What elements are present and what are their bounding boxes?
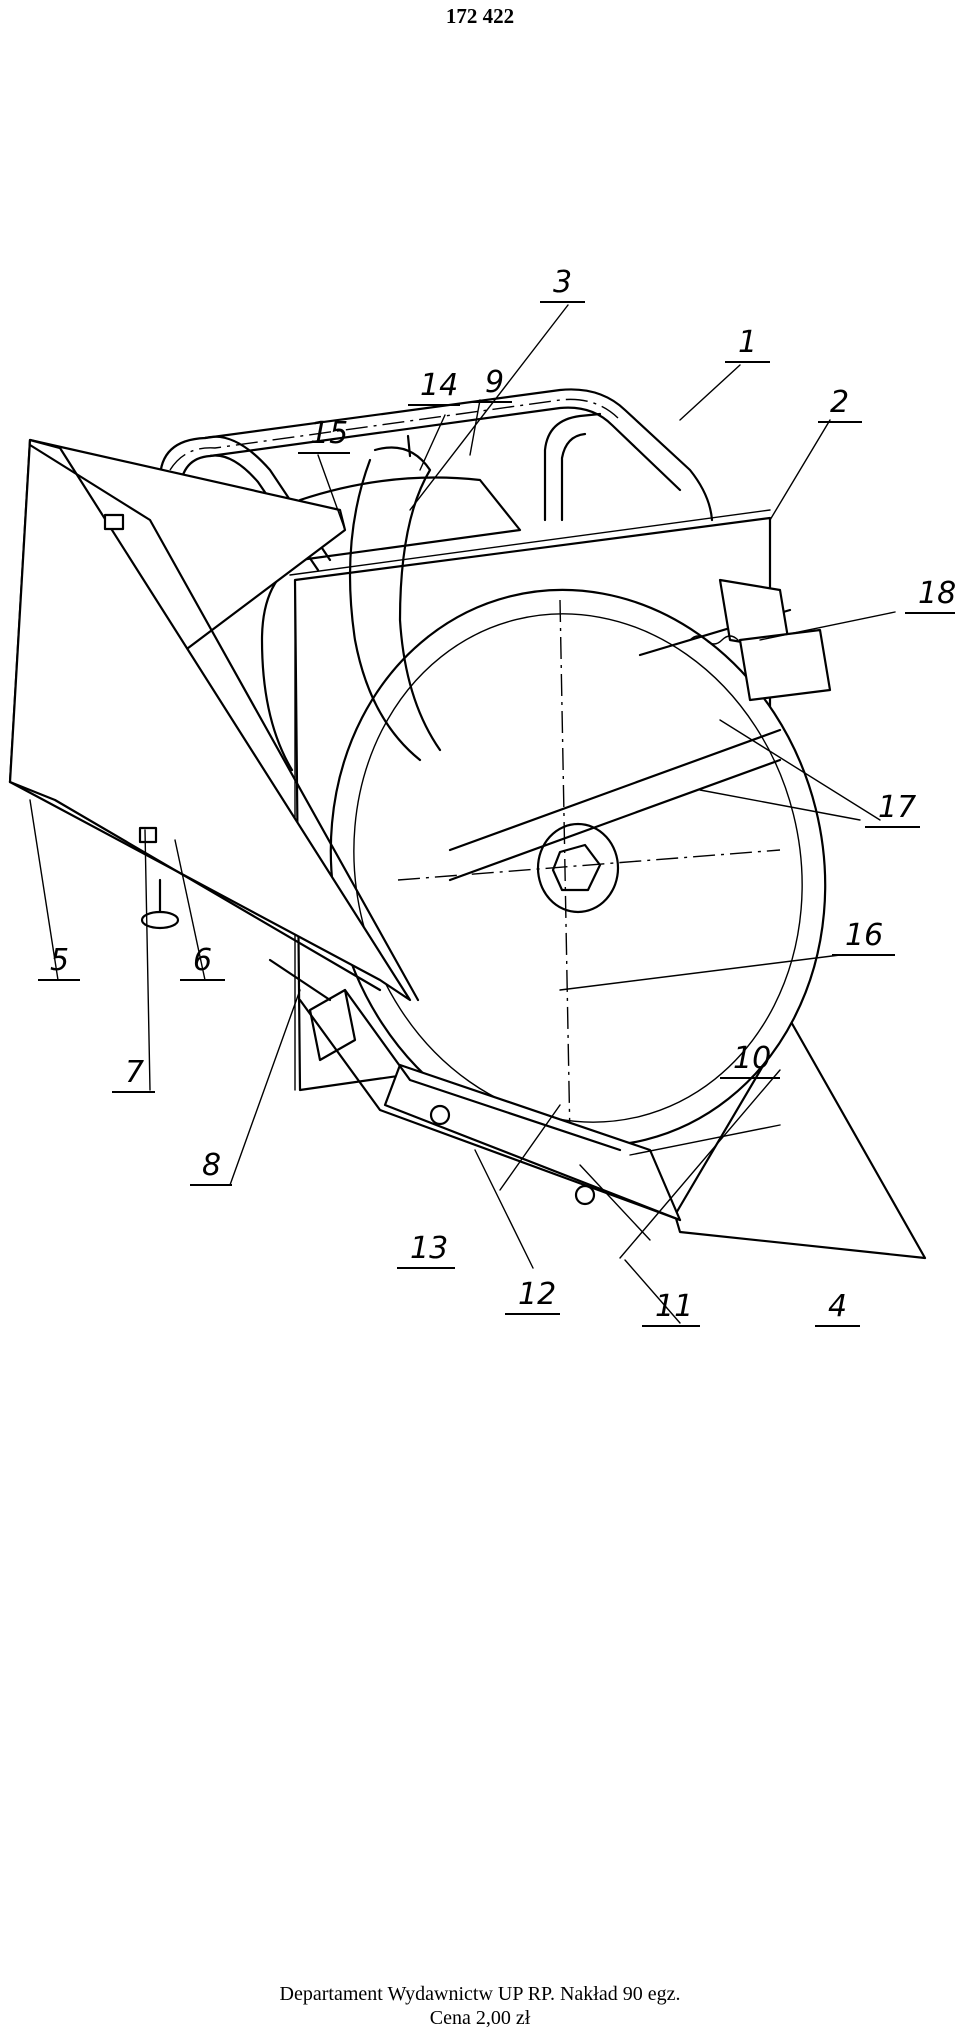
part-label-4: 4: [828, 1289, 847, 1324]
guide-assembly: [348, 434, 442, 762]
part-label-11: 11: [655, 1289, 693, 1324]
price-line: Cena 2,00 zł: [429, 2007, 531, 2029]
part-labels: 1 2 3 4 5 6 7 8 9 10 11 12 13 14 15 16 1…: [38, 265, 956, 1327]
part-label-15: 15: [310, 416, 348, 451]
part-label-9: 9: [485, 365, 504, 400]
publisher-line: Departament Wydawnictw UP RP. Nakład 90 …: [279, 1983, 681, 2005]
part-label-16: 16: [845, 918, 883, 953]
part-label-2: 2: [830, 385, 849, 420]
part-label-8: 8: [202, 1148, 221, 1183]
part-label-12: 12: [518, 1277, 556, 1312]
part-label-10: 10: [733, 1041, 771, 1076]
part-label-5: 5: [50, 943, 69, 978]
bottom-plate: [673, 1018, 927, 1260]
part-label-6: 6: [193, 943, 212, 978]
patent-drawing: 1 2 3 4 5 6 7 8 9 10 11 12 13 14 15 16 1…: [8, 265, 956, 1327]
saw-disc: [329, 588, 827, 1148]
part-label-3: 3: [553, 265, 572, 300]
part-label-17: 17: [878, 790, 916, 825]
chute-tray: [8, 438, 420, 1002]
leader-lines: [29, 304, 896, 1324]
support-foot: [140, 878, 180, 930]
springs-and-blocks: [448, 578, 832, 882]
part-label-7: 7: [125, 1055, 144, 1090]
page-number: 172 422: [445, 4, 515, 28]
clamp-parts: [268, 958, 682, 1222]
part-label-14: 14: [420, 368, 458, 403]
publisher-footer: Departament Wydawnictw UP RP. Nakład 90 …: [0, 1982, 960, 2030]
part-label-1: 1: [738, 325, 757, 360]
part-label-13: 13: [410, 1231, 448, 1266]
part-label-18: 18: [918, 576, 956, 611]
